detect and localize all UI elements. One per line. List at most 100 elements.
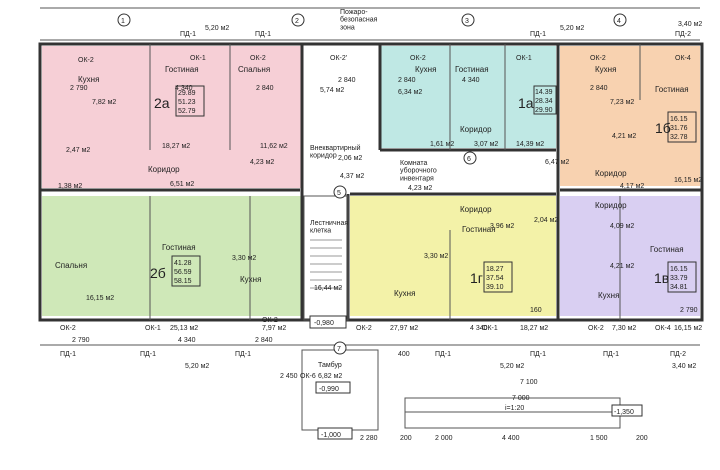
dim-4400: 4 400: [502, 435, 520, 442]
stair-well: [303, 195, 349, 321]
area-4-09: 4,09 м2: [610, 223, 634, 230]
elev-vestibule-box: [315, 381, 351, 394]
apt-1a-area-3: 29.90: [535, 107, 553, 114]
area-5-74: 5,74 м2: [320, 87, 344, 94]
ok2-bottom-mid: ОК-2: [262, 317, 278, 324]
vestibule-label: Тамбур: [318, 361, 342, 369]
apt-2b-area-2: 56.59: [174, 269, 192, 276]
apt-1v-tag: [667, 261, 697, 293]
kitchen-1v: Кухня: [598, 291, 619, 300]
ok4-top: ОК-4: [675, 55, 691, 62]
area-1-61: 1,61 м2: [430, 141, 454, 148]
axis-4: 4: [617, 18, 621, 25]
elev-outside-box: [317, 427, 353, 440]
elev-ramp-box: [611, 404, 643, 417]
apt-1b-code: 1б: [655, 120, 671, 136]
area-6-47: 6,47 м2: [545, 159, 569, 166]
apt-1v-fill: [560, 196, 700, 316]
axis-1: 1: [121, 18, 125, 25]
area-4-21-bottom: 4,21 м2: [610, 263, 634, 270]
pd1-bottom-2: ПД-1: [140, 351, 156, 358]
apt-1b-area-3: 32.78: [670, 134, 688, 141]
bedroom-2b: Спальня: [55, 261, 87, 270]
elev-floor-box: [309, 315, 347, 329]
apt-1v-area-1: 16.15: [670, 266, 688, 273]
dim-2790-tl: 2 790: [70, 85, 88, 92]
dim-2840-1b: 2 840: [590, 85, 608, 92]
area-4-21-top: 4,21 м2: [612, 133, 636, 140]
ok2-top-mid: ОК-2: [250, 55, 266, 62]
dim-200-b: 200: [636, 435, 648, 442]
dim-2450: 2 450: [280, 373, 298, 380]
area-16-15-1v: 16,15 м2: [674, 325, 702, 332]
axis-6: 6: [467, 156, 471, 163]
area-7-23: 7,23 м2: [610, 99, 634, 106]
area-3-30-2b: 3,30 м2: [232, 255, 256, 262]
area-16-44: 16,44 м2: [314, 285, 342, 292]
apt-2a-area-3: 52.79: [178, 108, 196, 115]
apt-2b-code: 2б: [150, 265, 166, 281]
dim-4340-1g: 4 340: [470, 325, 488, 332]
elev-vestibule: -0,990: [319, 386, 339, 393]
kitchen-2a: Кухня: [78, 75, 99, 84]
area-18-27-1g: 18,27 м2: [520, 325, 548, 332]
pd1-bottom-1: ПД-1: [60, 351, 76, 358]
corridor-1b: Коридор: [595, 169, 627, 178]
area-2-47: 2,47 м2: [66, 147, 90, 154]
area-4-17: 4,17 м2: [620, 183, 644, 190]
area-4-23-left: 4,23 м2: [250, 159, 274, 166]
area-7-82: 7,82 м2: [92, 99, 116, 106]
ok2-bottom-1v: ОК-2: [588, 325, 604, 332]
apt-2a-area-2: 51.23: [178, 99, 196, 106]
ramp: [404, 397, 621, 429]
ok2-top-1a: ОК-2: [410, 55, 426, 62]
kitchen-1a: Кухня: [415, 65, 436, 74]
outer-wall: [38, 42, 704, 322]
apt-2a-fill: [42, 46, 302, 188]
area-11-62: 11,62 м2: [260, 143, 288, 150]
apt-1g-area-3: 39.10: [486, 284, 504, 291]
apt-1a-area-1: 14.39: [535, 89, 553, 96]
living-1v: Гостиная: [650, 245, 684, 254]
apt-2a-tag: [175, 85, 205, 117]
dim-4340-1a: 4 340: [462, 77, 480, 84]
axis-3: 3: [465, 18, 469, 25]
apt-2a-code: 2а: [154, 95, 170, 111]
ok2-top-1b: ОК-2: [590, 55, 606, 62]
area-520-bottom-right: 5,20 м2: [500, 363, 524, 370]
ok2-bottom-left: ОК-2: [60, 325, 76, 332]
apt-1b-area-2: 31.76: [670, 125, 688, 132]
dim-7000: 7 000: [512, 395, 530, 402]
corridor-2a: Коридор: [148, 165, 180, 174]
apt-1b-tag: [667, 111, 697, 143]
area-340-bottom: 3,40 м2: [672, 363, 696, 370]
area-6-51: 6,51 м2: [170, 181, 194, 188]
area-6-82: 6,82 м2: [318, 373, 342, 380]
area-520-top-left: 5,20 м2: [205, 25, 229, 32]
elev-floor: -0,980: [314, 320, 334, 327]
apt-1g-tag: [483, 261, 513, 293]
dim-4340-tl: 4 340: [175, 85, 193, 92]
apt-1b-fill: [560, 46, 700, 186]
bedroom-2a: Спальня: [238, 65, 270, 74]
dim-2790-1v: 2 790: [680, 307, 698, 314]
ok2-top-left: ОК-2: [78, 57, 94, 64]
living-1g: Гостиная: [462, 225, 496, 234]
apt-2a-area-1: 29.89: [178, 90, 196, 97]
area-3-30-1g: 3,30 м2: [424, 253, 448, 260]
dim-2790-bl: 2 790: [72, 337, 90, 344]
pd1-bottom-4: ПД-1: [435, 351, 451, 358]
area-6-34: 6,34 м2: [398, 89, 422, 96]
area-25-13: 25,13 м2: [170, 325, 198, 332]
area-2-06: 2,06 м2: [338, 155, 362, 162]
living-1b: Гостиная: [655, 85, 689, 94]
ok6-label: ОК-6: [300, 373, 316, 380]
ok1-top-1a: ОК-1: [516, 55, 532, 62]
area-4-23-mid: 4,23 м2: [408, 185, 432, 192]
pd2-bottom: ПД-2: [670, 351, 686, 358]
dim-2000: 2 000: [435, 435, 453, 442]
ok1-top-left: ОК-1: [190, 55, 206, 62]
